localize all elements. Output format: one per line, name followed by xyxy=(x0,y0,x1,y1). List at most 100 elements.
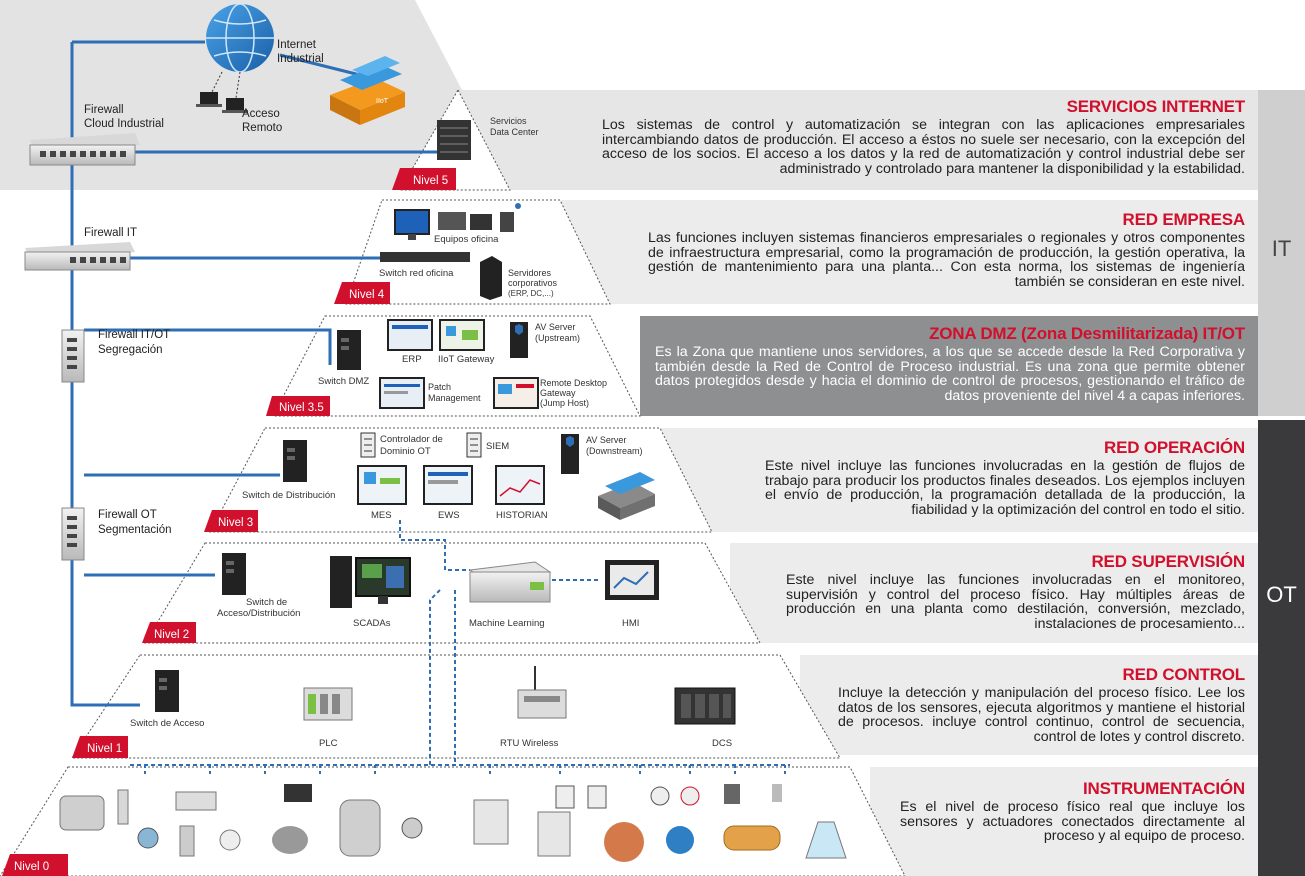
switch-acc-dist-label: Switch de xyxy=(246,597,287,608)
nivel-3-label: Nivel 3 xyxy=(218,517,253,529)
nivel-0-label: Nivel 0 xyxy=(14,861,49,873)
desc-operacion-text: Este nivel incluye las funciones involuc… xyxy=(765,458,1245,518)
controlador-dominio-icon xyxy=(360,432,376,458)
band-servicios xyxy=(462,90,1258,190)
globe-icon xyxy=(206,3,274,73)
switch-acc-dist-label-2: Acceso/Distribución xyxy=(217,608,300,619)
rdg-label-3: (Jump Host) xyxy=(540,398,589,408)
dashed-links xyxy=(130,520,790,766)
band-instrumentacion xyxy=(870,767,1258,876)
fw-cloud-label-2: Cloud Industrial xyxy=(84,118,164,130)
ctrl-dominio-label-2: Dominio OT xyxy=(380,446,431,457)
fw-ot-label-2: Segmentación xyxy=(98,524,172,536)
nivel-4-badge xyxy=(334,282,390,304)
internet-label-2: Industrial xyxy=(277,53,324,65)
historian-screen-icon xyxy=(495,465,545,505)
nivel-2-label: Nivel 2 xyxy=(154,629,189,641)
av-server-down-icon xyxy=(561,434,579,474)
switch-red-oficina-label: Switch red oficina xyxy=(379,268,454,279)
desc-servicios-title: SERVICIOS INTERNET xyxy=(1066,97,1246,116)
av-server-up-icon xyxy=(510,322,528,358)
acceso-label-2: Remoto xyxy=(242,122,282,134)
patch-screen-icon xyxy=(379,377,425,409)
desc-supervision-text: Este nivel incluye las funciones involuc… xyxy=(786,572,1245,632)
scada-workstation-icon xyxy=(330,556,411,608)
nivel-1-label: Nivel 1 xyxy=(87,743,122,755)
erp-screen-icon xyxy=(387,319,433,351)
fw-itot-label-2: Segregación xyxy=(98,344,163,356)
corporate-server-icon xyxy=(480,256,502,300)
servidores-label-3: (ERP, DC,...) xyxy=(508,289,554,298)
plc-label: PLC xyxy=(319,738,338,749)
desc-control-title: RED CONTROL xyxy=(1122,665,1246,684)
firewall-it-icon xyxy=(24,242,135,271)
iiot-gateway-screen-icon xyxy=(439,319,485,351)
erp-label: ERP xyxy=(402,354,422,365)
nivel-35-badge xyxy=(266,396,330,416)
nivel-35-label: Nivel 3.5 xyxy=(279,402,324,414)
switch-dmz-icon xyxy=(337,330,361,370)
band-empresa xyxy=(560,200,1258,304)
switch-acceso-icon xyxy=(155,670,179,712)
servidores-label-2: corporativos xyxy=(508,278,558,288)
nivel-3-badge xyxy=(204,510,258,532)
firewall-ot-icon xyxy=(61,507,85,561)
desc-operacion: RED OPERACIÓN Este nivel incluye las fun… xyxy=(765,439,1245,517)
switch-acceso-label: Switch de Acceso xyxy=(130,718,204,729)
servicios-label-2: Data Center xyxy=(490,127,539,137)
rdg-label: Remote Desktop xyxy=(540,378,607,388)
desc-servicios: SERVICIOS INTERNET Los sistemas de contr… xyxy=(602,98,1245,176)
iiot-stack-icon xyxy=(598,472,655,520)
fw-itot-label: Firewall IT/OT xyxy=(98,329,170,341)
patch-label: Patch xyxy=(428,382,451,392)
switch-dmz-label: Switch DMZ xyxy=(318,376,369,387)
av-up-label: AV Server xyxy=(535,322,575,332)
switch-distribucion-icon xyxy=(283,440,307,482)
desc-instrumentacion: INSTRUMENTACIÓN Es el nivel de proceso f… xyxy=(900,780,1245,844)
band-supervision xyxy=(730,543,1258,643)
scadas-label: SCADAs xyxy=(353,618,391,629)
iiot-cloud-stack-icon xyxy=(330,56,405,125)
siem-icon xyxy=(466,432,482,458)
hmi-screen-icon xyxy=(605,560,659,600)
switch-dist-label: Switch de Distribución xyxy=(242,490,335,501)
band-dmz xyxy=(640,316,1258,416)
desc-dmz: ZONA DMZ (Zona Desmilitarizada) IT/OT Es… xyxy=(655,325,1245,403)
ews-screen-icon xyxy=(423,465,473,505)
machine-learning-label: Machine Learning xyxy=(469,618,545,629)
equipos-oficina-label: Equipos oficina xyxy=(434,234,499,245)
fw-ot-label: Firewall OT xyxy=(98,509,157,521)
desc-operacion-title: RED OPERACIÓN xyxy=(1104,438,1245,457)
servidores-label: Servidores xyxy=(508,268,552,278)
band-control xyxy=(800,655,1258,755)
desc-dmz-title: ZONA DMZ (Zona Desmilitarizada) IT/OT xyxy=(929,324,1245,343)
instrumentation-icons xyxy=(59,784,847,862)
sidebar-ot-label: OT xyxy=(1266,582,1297,607)
office-equipment-icon xyxy=(394,203,521,240)
nivel-0-badge xyxy=(2,854,68,876)
switch-acceso-distribucion-icon xyxy=(222,553,246,595)
av-down-label: AV Server xyxy=(586,435,626,445)
rtu-wireless-icon xyxy=(517,666,567,719)
desc-instrumentacion-text: Es el nivel de proceso físico real que i… xyxy=(900,799,1245,844)
firewall-cloud-icon xyxy=(29,133,140,166)
desc-empresa-title: RED EMPRESA xyxy=(1122,210,1246,229)
ctrl-dominio-label: Controlador de xyxy=(380,434,443,445)
desc-supervision: RED SUPERVISIÓN Este nivel incluye las f… xyxy=(786,553,1245,631)
sidebar-it-label: IT xyxy=(1271,236,1292,261)
remote-desktop-screen-icon xyxy=(493,377,539,409)
nivel-1-badge xyxy=(72,736,128,758)
nivel-5-label: Nivel 5 xyxy=(413,175,448,187)
dcs-icon xyxy=(674,687,736,725)
desc-instrumentacion-title: INSTRUMENTACIÓN xyxy=(1083,779,1245,798)
fw-cloud-label: Firewall xyxy=(84,104,124,116)
ews-label: EWS xyxy=(438,510,460,521)
office-switch-icon xyxy=(380,252,470,262)
rdg-label-2: Gateway xyxy=(540,388,576,398)
mes-screen-icon xyxy=(357,465,407,505)
iiot-box-label: IIoT xyxy=(376,98,389,105)
desc-empresa: RED EMPRESA Las funciones incluyen siste… xyxy=(648,211,1245,289)
av-down-label-2: (Downstream) xyxy=(586,446,643,456)
server-rack-icon xyxy=(437,120,471,160)
mes-label: MES xyxy=(371,510,392,521)
